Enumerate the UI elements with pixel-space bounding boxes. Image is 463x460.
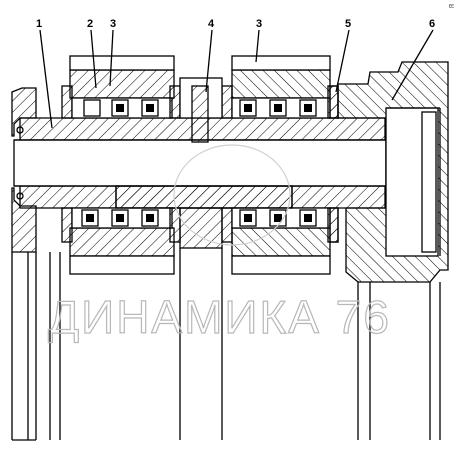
leader-lines bbox=[39, 29, 434, 129]
left-housing bbox=[11, 87, 37, 440]
callout-3-left: 3 bbox=[110, 18, 116, 30]
bearings-upper bbox=[61, 85, 339, 119]
callout-2: 2 bbox=[87, 18, 93, 30]
callout-3-right: 3 bbox=[256, 18, 262, 30]
gear-3-left-upper bbox=[69, 55, 175, 99]
callout-4: 4 bbox=[208, 18, 215, 30]
watermark-text: ДИНАМИКА 76 bbox=[48, 291, 391, 343]
callout-labels: 1 2 3 4 3 5 6 ᴱᴱ bbox=[36, 4, 454, 30]
bearings-lower bbox=[61, 207, 339, 243]
right-housing-6 bbox=[337, 61, 449, 440]
central-hub bbox=[115, 185, 293, 209]
spacer-4 bbox=[179, 77, 223, 440]
corner-mark: ᴱᴱ bbox=[449, 4, 454, 11]
callout-1: 1 bbox=[36, 18, 42, 30]
seal-5 bbox=[329, 85, 339, 243]
callout-6: 6 bbox=[429, 18, 435, 30]
gear-3-left-lower bbox=[69, 227, 175, 275]
callout-5: 5 bbox=[345, 18, 351, 30]
watermark: ДИНАМИКА 76 bbox=[47, 144, 391, 344]
lower-housing-lines bbox=[12, 252, 61, 441]
gear-3-right-lower bbox=[231, 227, 331, 275]
gear-3-right-upper bbox=[231, 55, 331, 99]
